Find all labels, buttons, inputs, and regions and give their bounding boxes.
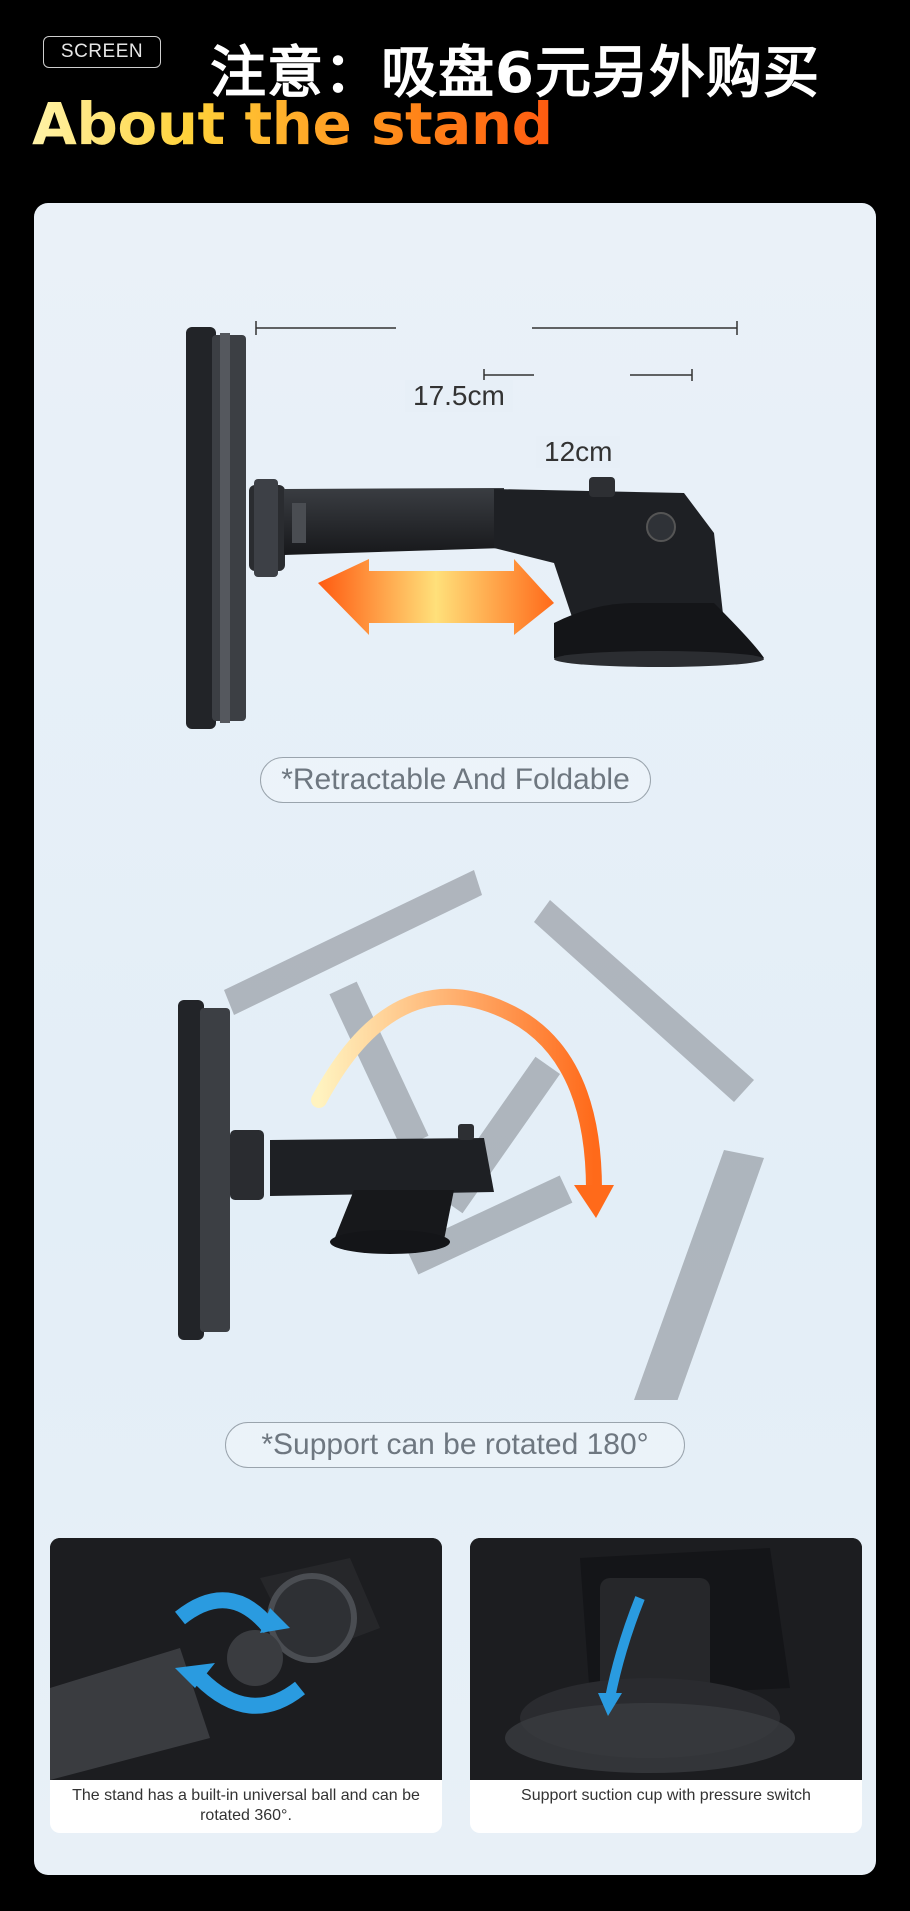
retractable-illustration (186, 321, 764, 729)
dimension-long: 17.5cm (405, 380, 513, 412)
ball-joint-photo (50, 1538, 442, 1780)
feature-card-suction: Support suction cup with pressure switch (470, 1538, 862, 1833)
rotate-arrow-icon (175, 1592, 277, 1634)
press-arrow-icon (605, 1596, 645, 1699)
caption-suction: Support suction cup with pressure switch (521, 1787, 811, 1804)
rotation-pill: *Support can be rotated 180° (225, 1422, 685, 1468)
dimension-short: 12cm (536, 436, 621, 468)
screen-side (178, 1000, 204, 1340)
purchase-notice: 注意：吸盘6元另外购买 (210, 41, 820, 106)
feature-card-ball-joint: The stand has a built-in universal ball … (50, 1538, 442, 1833)
suction-cup-photo (470, 1538, 862, 1780)
caption-ball-joint: The stand has a built-in universal ball … (72, 1787, 420, 1824)
retractable-pill: *Retractable And Foldable (260, 757, 651, 803)
screen-badge: SCREEN (43, 36, 161, 68)
rotation-illustration (178, 870, 764, 1400)
screen-side (186, 327, 216, 729)
page-title: About the stand (32, 90, 553, 158)
